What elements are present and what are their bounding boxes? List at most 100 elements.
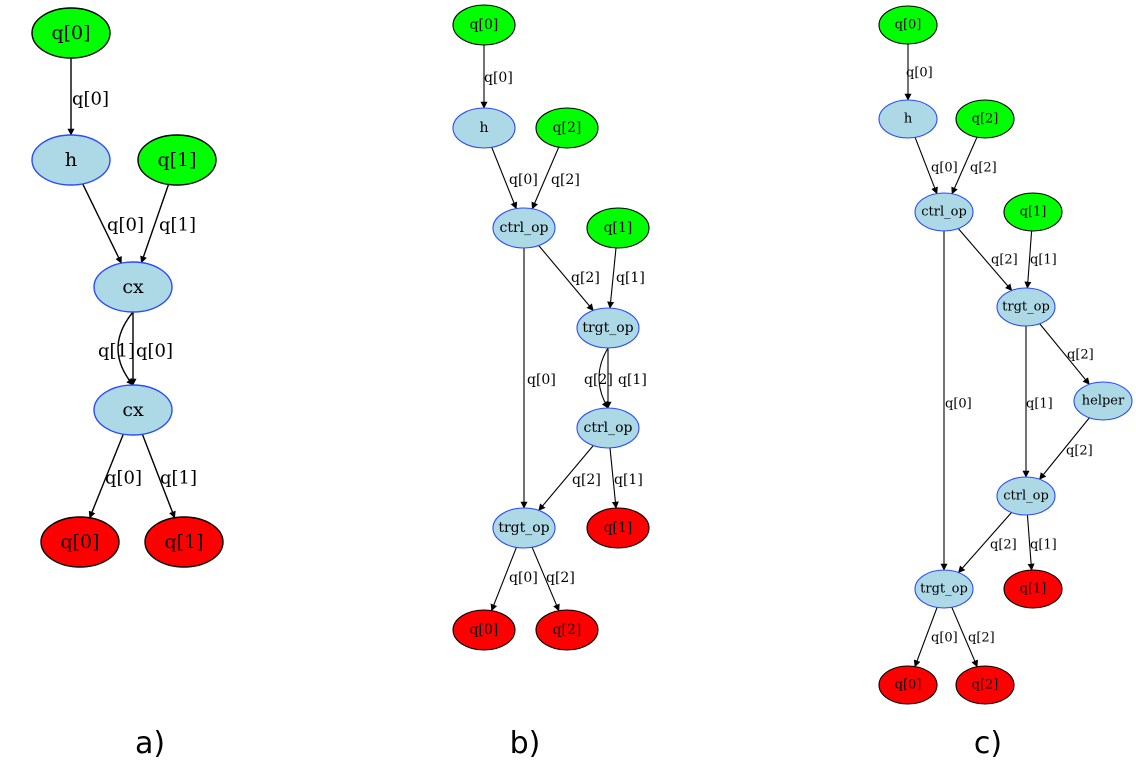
op-node-shape <box>93 384 173 436</box>
op-node-label: cx <box>122 276 144 298</box>
panel-c-edge-trgt2-out0 <box>913 607 938 668</box>
panel-a-edge-label: q[0] <box>105 468 142 489</box>
panel-a-edge-cx1-cx2 <box>117 311 134 386</box>
op-node-label: cx <box>122 399 144 421</box>
panel-a-edge-label: q[0] <box>107 215 144 236</box>
op-node-label: helper <box>1082 394 1125 409</box>
output-node-shape <box>40 516 120 568</box>
panel-a-node-h: h <box>31 134 111 186</box>
panel-c-edge-label: q[2] <box>1067 348 1094 363</box>
panel-c-edge-label: q[1] <box>1026 397 1053 412</box>
panel-a-edge-h-cx1 <box>82 183 122 264</box>
input-node-shape <box>535 107 599 149</box>
panel-b-edge-label: q[0] <box>527 372 556 388</box>
op-node-label: ctrl_op <box>1003 489 1049 504</box>
panel-c-edge-helper-ctrl2 <box>1039 417 1090 480</box>
panel-c-edge-h-ctrl1 <box>914 137 938 195</box>
panel-b-edge-in1-trgt1 <box>607 247 617 309</box>
panel-a-edge-label: q[1] <box>159 215 196 236</box>
panel-a-edge-label: q[1] <box>98 341 135 362</box>
input-node-label: q[1] <box>604 220 633 236</box>
panel-b-node-out1: q[1] <box>586 507 650 549</box>
input-node-label: q[2] <box>553 120 582 136</box>
panel-b-edge-label: q[1] <box>616 270 645 286</box>
panel-b-edge-label: q[0] <box>509 172 538 188</box>
panel-c-node-in0: q[0] <box>878 5 938 45</box>
panel-b-edge-label: q[1] <box>614 472 643 488</box>
panel-b-node-h: h <box>452 107 516 149</box>
panel-b-edge-label: q[2] <box>584 372 613 388</box>
output-node-shape <box>1003 569 1063 609</box>
panel-b-edge-label: q[2] <box>546 570 575 586</box>
op-node-shape <box>93 261 173 313</box>
panel-a-edge-label: q[1] <box>160 468 197 489</box>
op-node-shape <box>31 134 111 186</box>
panel-c-edge-trgt1-helper <box>1039 323 1090 385</box>
panel-b-caption: b) <box>510 726 541 761</box>
op-node-shape <box>1073 381 1133 421</box>
panel-a-node-cx2: cx <box>93 384 173 436</box>
output-node-shape <box>955 665 1015 705</box>
panel-c-edge-label: q[2] <box>1066 444 1093 459</box>
panel-b-graph: q[0] q[0] q[2] q[2] q[1] q[0] q[2] q[1] q[2] q[1]… <box>452 4 650 651</box>
panel-b-edge-label: q[0] <box>509 570 538 586</box>
panel-a-caption: a) <box>135 726 165 761</box>
op-node-label: trgt_op <box>498 520 549 536</box>
output-node-label: q[2] <box>553 622 582 638</box>
panel-a-node-in0: q[0] <box>31 7 111 59</box>
panel-c-edge-in1-trgt1 <box>1024 230 1033 289</box>
panel-c-node-h: h <box>878 99 938 139</box>
panel-c-node-out2: q[2] <box>955 665 1015 705</box>
panel-c-edge-label: q[0] <box>931 161 958 176</box>
panel-c-edge-trgt2-out2 <box>951 607 978 668</box>
panel-b-edge-ctrl2-trgt2 <box>538 445 594 511</box>
op-node-shape <box>576 407 640 449</box>
panel-a-node-out1: q[1] <box>144 516 224 568</box>
panel-c-edge-ctrl2-trgt2 <box>958 512 1012 574</box>
panel-c-graph: q[0] q[0] q[2] q[2] q[1] q[0] q[2] q[1] q[2] q[2]… <box>878 5 1133 705</box>
panel-b-edge-label: q[0] <box>484 70 513 86</box>
panel-c-node-out0: q[0] <box>878 665 938 705</box>
panel-b-edge-trgt2-out0 <box>490 547 517 612</box>
output-node-label: q[2] <box>972 678 999 693</box>
op-node-label: ctrl_op <box>499 220 548 236</box>
op-node-shape <box>576 307 640 349</box>
panel-c-node-helper: helper <box>1073 381 1133 421</box>
panel-c-caption: c) <box>974 726 1002 761</box>
op-node-shape <box>914 192 974 232</box>
op-node-label: ctrl_op <box>583 420 632 436</box>
input-node-shape <box>31 7 111 59</box>
panel-a-edge-cx2-out0 <box>88 433 124 519</box>
panel-a-edge-in1-cx1 <box>140 184 170 264</box>
input-node-label: q[0] <box>51 22 90 44</box>
input-node-shape <box>452 4 516 46</box>
input-node-shape <box>1003 192 1063 232</box>
op-node-label: h <box>479 120 488 136</box>
panel-c-edge-ctrl1-trgt1 <box>957 228 1013 291</box>
panel-b-node-in0: q[0] <box>452 4 516 46</box>
panel-b-edge-label: q[2] <box>551 172 580 188</box>
op-node-label: trgt_op <box>1002 300 1050 315</box>
panel-c-edge-label: q[1] <box>1030 538 1057 553</box>
output-node-shape <box>535 609 599 651</box>
input-node-label: q[1] <box>1020 205 1047 220</box>
panel-a-edge-cx2-out1 <box>141 434 176 519</box>
panel-a-node-in1: q[1] <box>137 134 217 186</box>
output-node-label: q[0] <box>470 622 499 638</box>
panel-b-edge-label: q[2] <box>572 472 601 488</box>
panel-c-edge-label: q[0] <box>931 631 958 646</box>
panel-c-node-trgt2: trgt_op <box>914 569 974 609</box>
op-node-shape <box>996 287 1056 327</box>
output-node-label: q[1] <box>164 531 203 553</box>
input-node-label: q[0] <box>470 17 499 33</box>
panel-c-edge-label: q[0] <box>945 397 972 412</box>
input-node-shape <box>955 99 1015 139</box>
op-node-label: ctrl_op <box>921 205 967 220</box>
panel-c-node-ctrl1: ctrl_op <box>914 192 974 232</box>
panel-c-edge-label: q[2] <box>991 253 1018 268</box>
panel-c-node-out1: q[1] <box>1003 569 1063 609</box>
panel-c-edge-label: q[2] <box>970 161 997 176</box>
input-node-shape <box>586 207 650 249</box>
panel-b-edge-label: q[1] <box>618 372 647 388</box>
